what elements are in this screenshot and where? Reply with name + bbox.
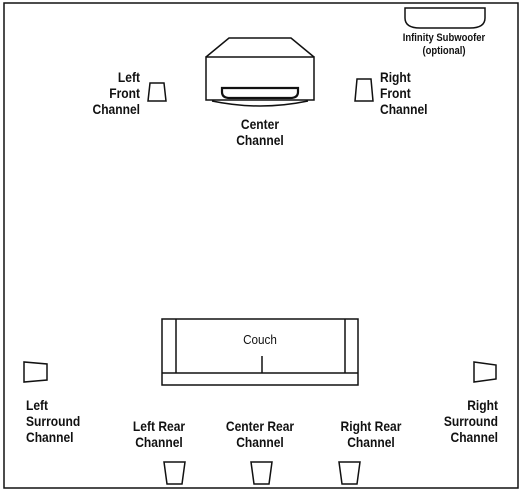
right-front-label: Right Front Channel [380, 69, 449, 117]
subwoofer-speaker [404, 7, 486, 29]
right-front-label-line-1: Right [380, 69, 411, 85]
center-channel-label: Center Channel [226, 116, 295, 148]
right-rear-label: Right Rear Channel [331, 418, 412, 450]
right-rear-speaker [338, 461, 361, 485]
right-rear-label-line-2: Channel [347, 434, 395, 450]
center-rear-label: Center Rear Channel [217, 418, 303, 450]
left-surround-speaker [23, 361, 48, 383]
left-front-label-line-1: Left [117, 69, 140, 85]
center-channel-label-line-2: Channel [236, 132, 284, 148]
left-surround-label: Left Surround Channel [26, 397, 95, 445]
couch-label: Couch [243, 332, 277, 347]
subwoofer-label: Infinity Subwoofer (optional) [391, 32, 498, 58]
right-surround-label-line-1: Right [467, 397, 498, 413]
left-rear-label-line-2: Channel [135, 434, 183, 450]
center-rear-speaker [250, 461, 273, 485]
right-surround-label-line-2: Surround [443, 413, 498, 429]
center-channel-speaker [205, 37, 315, 107]
left-rear-label-line-1: Left Rear [132, 418, 186, 434]
right-surround-speaker [473, 361, 497, 383]
couch [161, 318, 359, 386]
left-front-label: Left Front Channel [71, 69, 140, 117]
center-rear-label-line-1: Center Rear [225, 418, 295, 434]
left-front-label-line-2: Front [109, 85, 140, 101]
left-surround-label-line-1: Left [26, 397, 49, 413]
subwoofer-label-line-1: Infinity Subwoofer [402, 32, 486, 44]
right-rear-label-line-1: Right Rear [340, 418, 402, 434]
left-surround-label-line-3: Channel [26, 429, 74, 445]
subwoofer-label-line-2: (optional) [422, 45, 466, 57]
center-rear-label-line-2: Channel [236, 434, 284, 450]
room-outline [3, 2, 519, 489]
right-surround-label: Right Surround Channel [429, 397, 498, 445]
right-front-speaker [354, 78, 374, 102]
left-rear-speaker [163, 461, 186, 485]
center-channel-label-line-1: Center [240, 116, 280, 132]
left-surround-label-line-2: Surround [26, 413, 81, 429]
left-rear-label: Left Rear Channel [120, 418, 197, 450]
right-front-label-line-2: Front [380, 85, 411, 101]
left-front-label-line-3: Channel [92, 101, 140, 117]
right-surround-label-line-3: Channel [450, 429, 498, 445]
left-front-speaker [147, 82, 167, 102]
right-front-label-line-3: Channel [380, 101, 428, 117]
